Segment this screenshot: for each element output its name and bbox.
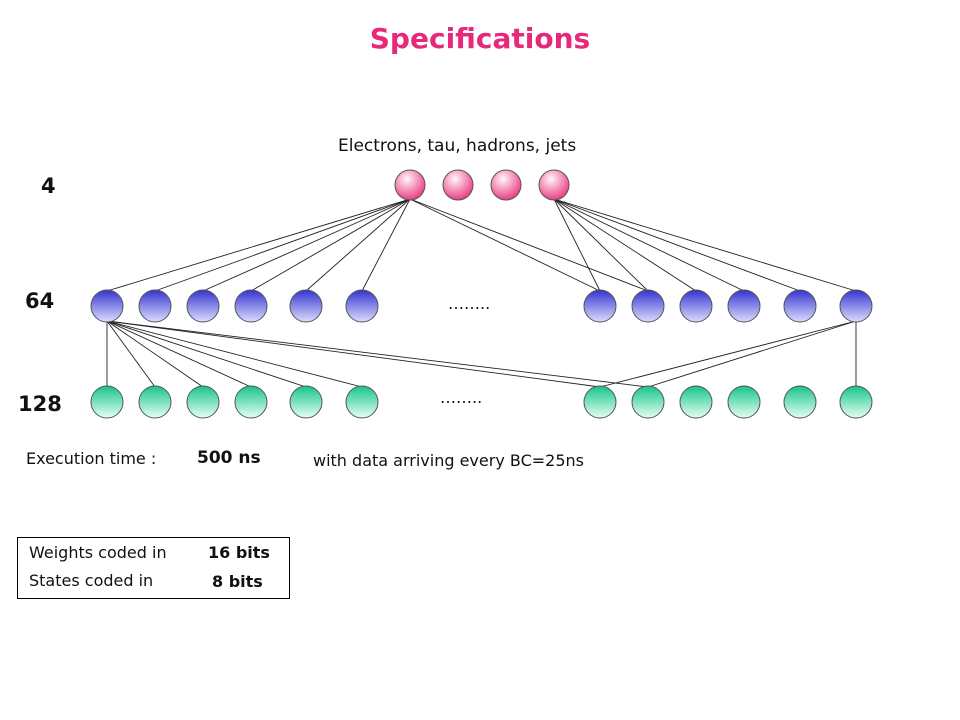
hidden-node (583, 289, 617, 323)
edge-output-hidden (361, 198, 411, 292)
execution-time-value: 500 ns (197, 448, 261, 468)
weights-label: Weights coded in (29, 543, 167, 562)
edge-hidden-input (106, 320, 649, 388)
edge-hidden-input (106, 320, 601, 388)
output-node (538, 169, 570, 201)
edge-output-hidden (305, 198, 411, 292)
input-node (345, 385, 379, 419)
output-node (490, 169, 522, 201)
edge-output-hidden (553, 198, 649, 292)
hidden-node (631, 289, 665, 323)
execution-time-label: Execution time : (26, 449, 157, 468)
hidden-node (138, 289, 172, 323)
weights-value: 16 bits (208, 543, 270, 562)
hidden-node (727, 289, 761, 323)
hidden-layer-count: 64 (25, 289, 55, 313)
input-layer-ellipsis: …….. (440, 388, 483, 407)
input-layer-count: 128 (18, 392, 62, 416)
edge-output-hidden (553, 198, 857, 292)
edge-output-hidden (553, 198, 745, 292)
hidden-node (839, 289, 873, 323)
hidden-node (186, 289, 220, 323)
edge-output-hidden (409, 198, 649, 292)
hidden-node (289, 289, 323, 323)
hidden-node (679, 289, 713, 323)
edge-hidden-input (106, 320, 204, 388)
edge-output-hidden (202, 198, 411, 292)
hidden-node (345, 289, 379, 323)
output-node (442, 169, 474, 201)
edge-output-hidden (250, 198, 411, 292)
hidden-layer-ellipsis: …….. (448, 294, 491, 313)
edge-output-hidden (409, 198, 601, 292)
output-layer-label: Electrons, tau, hadrons, jets (338, 136, 577, 156)
input-node (289, 385, 323, 419)
edge-hidden-input (599, 320, 857, 388)
input-node (839, 385, 873, 419)
edge-hidden-input (106, 320, 156, 388)
edge-hidden-input (647, 320, 857, 388)
edge-output-hidden (553, 198, 601, 292)
edge-hidden-input (106, 320, 363, 388)
output-layer-count: 4 (41, 174, 56, 198)
input-node (234, 385, 268, 419)
input-node (679, 385, 713, 419)
hidden-node (90, 289, 124, 323)
input-node (90, 385, 124, 419)
data-arrival-note: with data arriving every BC=25ns (313, 451, 584, 470)
edge-output-hidden (553, 198, 697, 292)
edge-output-hidden (106, 198, 411, 292)
states-label: States coded in (29, 571, 154, 590)
hidden-node (783, 289, 817, 323)
edge-output-hidden (553, 198, 801, 292)
input-node (583, 385, 617, 419)
input-node (783, 385, 817, 419)
states-value: 8 bits (212, 572, 263, 591)
page-title: Specifications (369, 22, 591, 55)
hidden-node (234, 289, 268, 323)
input-node (631, 385, 665, 419)
output-node (394, 169, 426, 201)
input-node (138, 385, 172, 419)
bits-info-box (17, 537, 290, 599)
edge-hidden-input (106, 320, 252, 388)
input-node (186, 385, 220, 419)
edge-output-hidden (154, 198, 411, 292)
input-node (727, 385, 761, 419)
edge-hidden-input (106, 320, 307, 388)
